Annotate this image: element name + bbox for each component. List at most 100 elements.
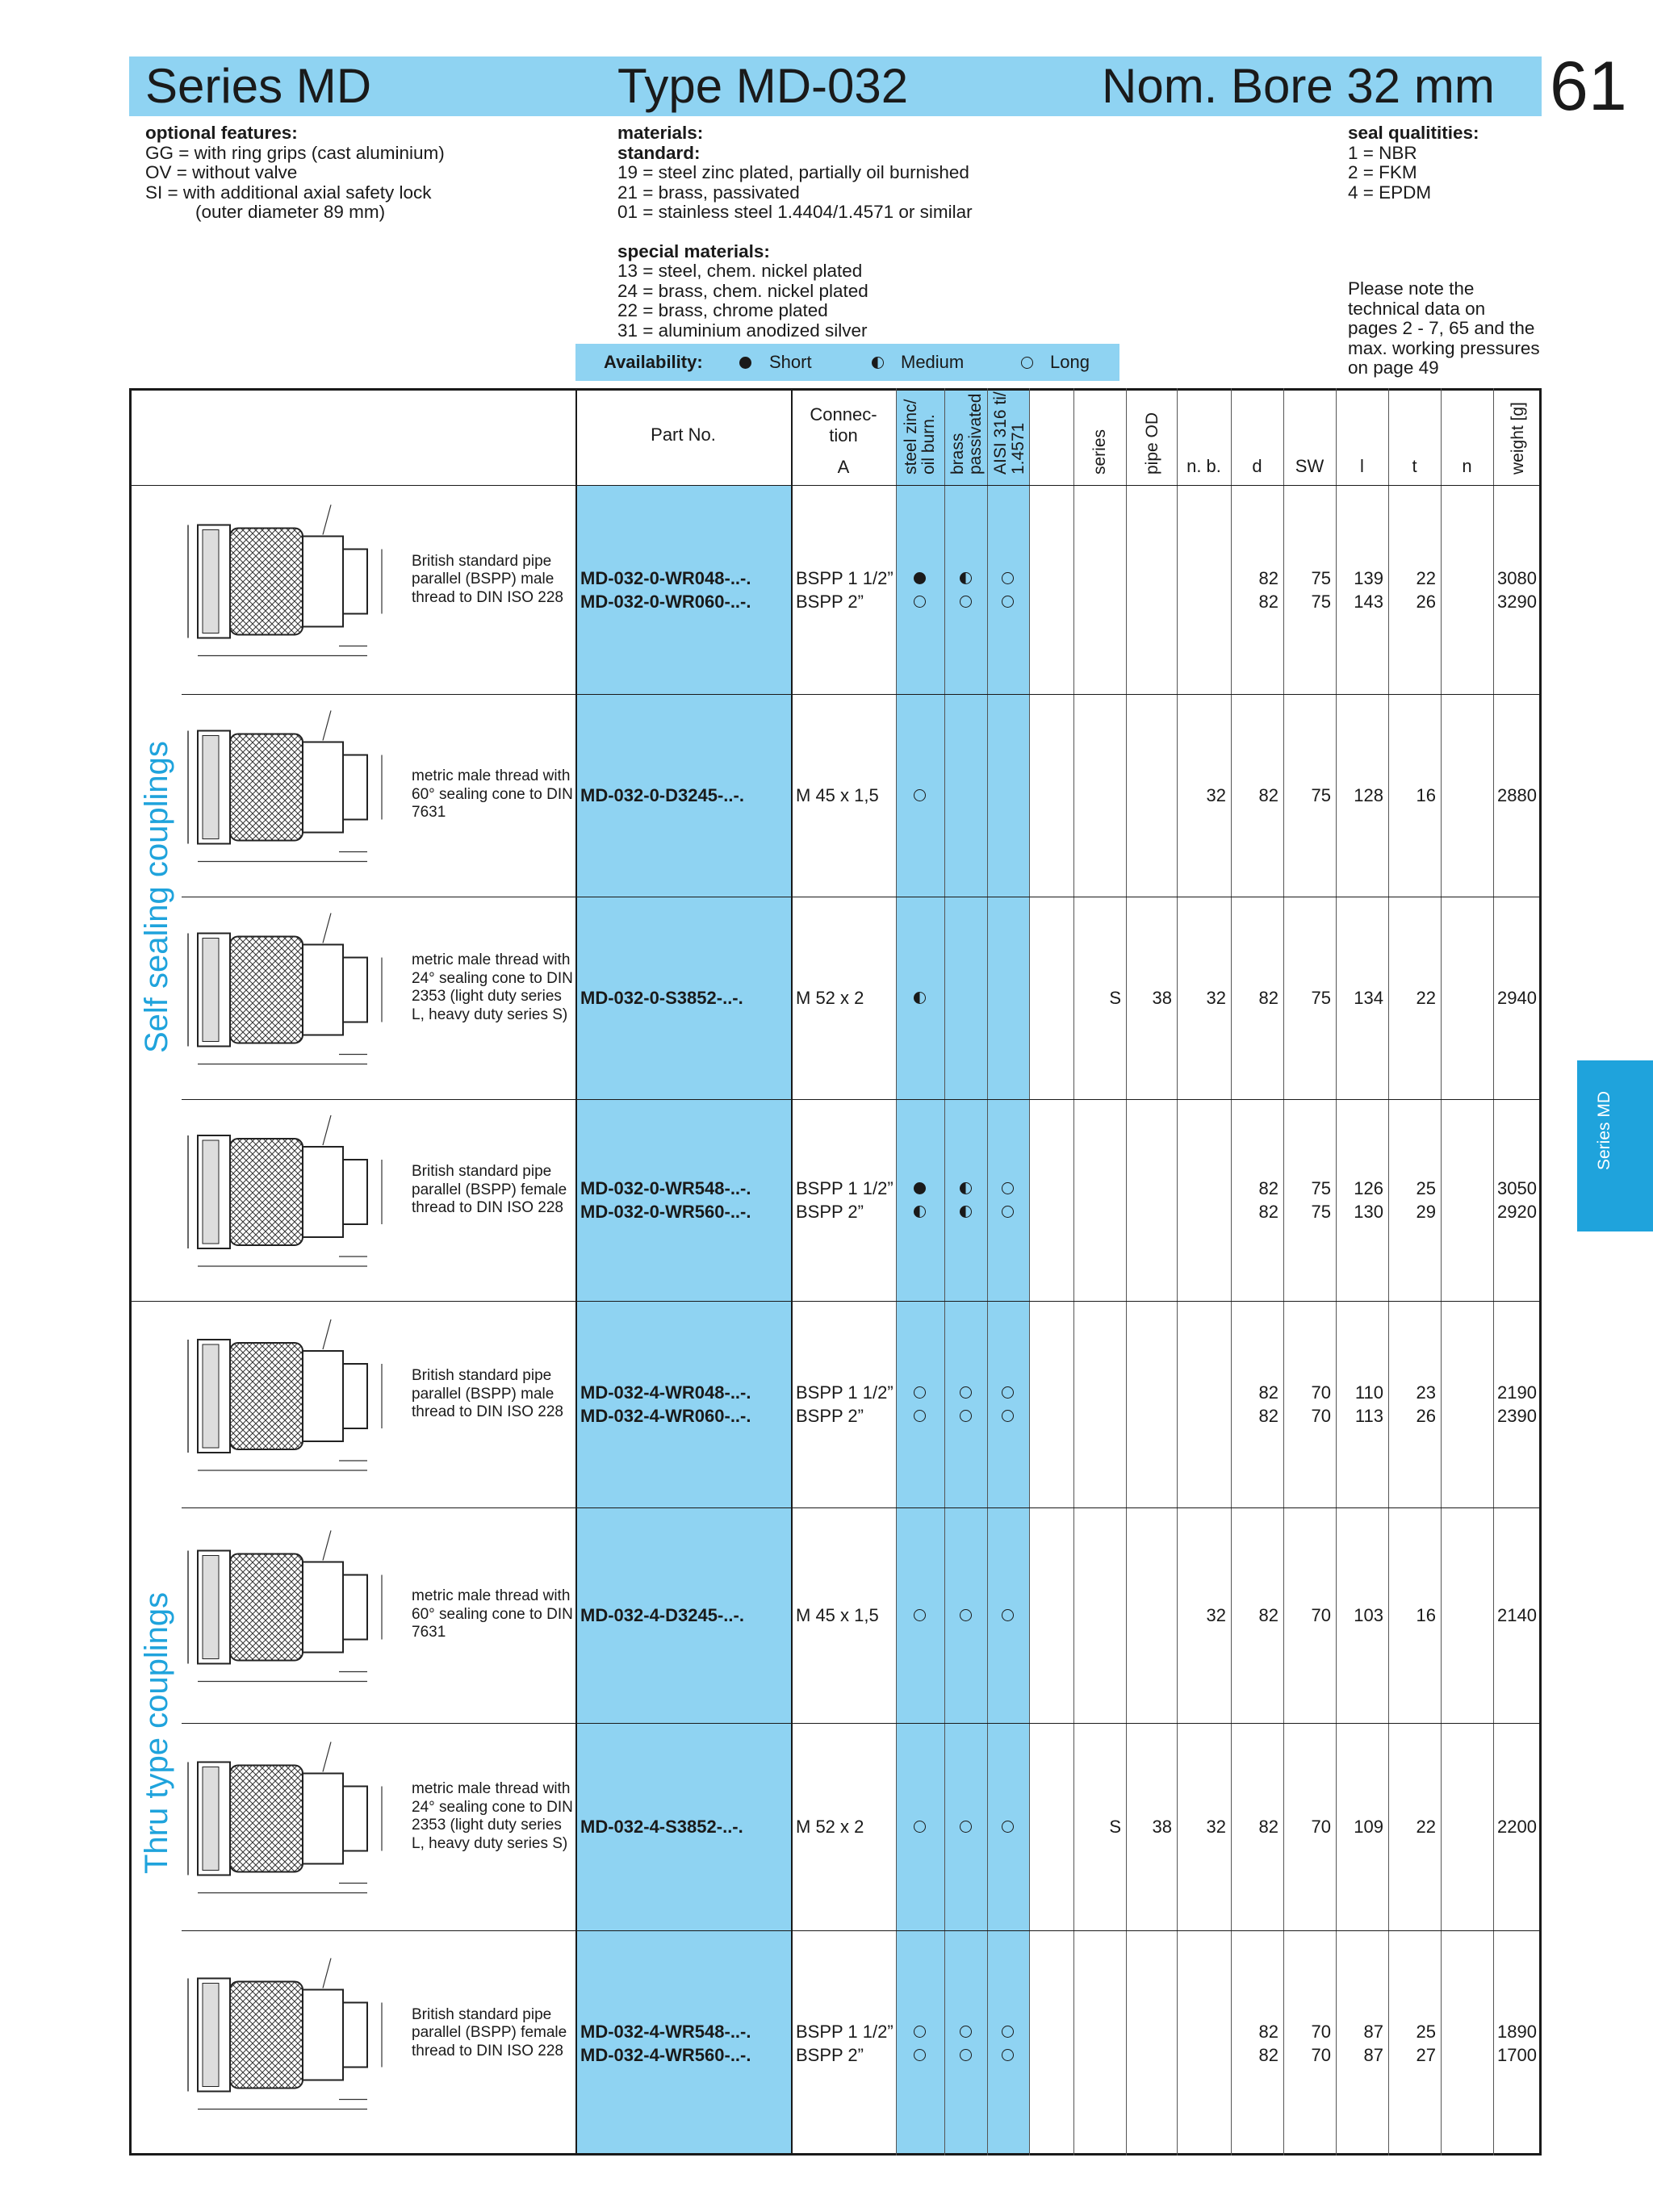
connection-size: M 45 x 1,5 <box>796 1605 879 1625</box>
part-number: MD-032-0-WR548-..-. <box>580 1178 751 1198</box>
d-value: 82 <box>1258 2021 1278 2042</box>
column-divider <box>1177 388 1178 2156</box>
long-availability-icon <box>1002 1182 1014 1194</box>
header-aisi: 1.4571 <box>1009 422 1027 475</box>
sw-value: 75 <box>1311 1178 1331 1198</box>
medium-availability-icon <box>959 1206 972 1218</box>
long-availability-icon <box>1002 1609 1014 1621</box>
column-divider <box>896 388 897 2156</box>
row-divider <box>182 1099 1542 1100</box>
materials-standard-title: standard: <box>617 142 701 163</box>
long-availability-icon <box>959 2048 972 2061</box>
w-value: 2390 <box>1497 1406 1537 1426</box>
header-sw: SW <box>1295 456 1324 476</box>
column-divider <box>1336 388 1337 2156</box>
availability-medium-label: Medium <box>901 352 965 372</box>
t-value: 26 <box>1416 1406 1436 1426</box>
connection-size: BSPP 2” <box>796 1406 864 1426</box>
coupling-drawing <box>187 1115 383 1267</box>
t-value: 27 <box>1416 2044 1436 2065</box>
series-tab-label: Series MD <box>1595 1090 1613 1170</box>
long-availability-icon <box>1002 1821 1014 1833</box>
w-value: 2940 <box>1497 988 1537 1008</box>
long-availability-icon <box>914 1410 926 1422</box>
short-availability-icon <box>914 1182 926 1194</box>
materials-special-title: special materials: <box>617 240 770 261</box>
t-value: 26 <box>1416 591 1436 612</box>
column-divider <box>944 388 945 2156</box>
w-value: 1890 <box>1497 2021 1537 2042</box>
header-aisi: AISI 316 ti/ <box>991 391 1010 475</box>
l-value: 109 <box>1354 1817 1383 1837</box>
technical-note: Please note the technical data on pages … <box>1348 278 1540 378</box>
column-divider <box>1231 388 1232 2156</box>
long-availability-icon <box>1002 1410 1014 1422</box>
d-value: 82 <box>1258 1406 1278 1426</box>
header-connection: A <box>837 457 850 477</box>
long-availability-icon <box>1002 2048 1014 2061</box>
connection-size: BSPP 2” <box>796 1202 864 1222</box>
connection-size: M 52 x 2 <box>796 988 864 1008</box>
t-value: 16 <box>1416 1605 1436 1625</box>
coupling-drawing <box>187 1319 383 1471</box>
t-value: 29 <box>1416 1202 1436 1222</box>
w-value: 3080 <box>1497 567 1537 588</box>
series-value: S <box>1109 1817 1121 1837</box>
row-divider <box>182 1723 1542 1724</box>
series-tab[interactable] <box>1577 1060 1653 1231</box>
coupling-description: British standard pipe parallel (BSPP) ma… <box>412 1367 563 1420</box>
coupling-description: metric male thread with 60° sealing cone… <box>412 767 573 821</box>
optional-feature-line: (outer diameter 89 mm) <box>195 202 386 222</box>
l-value: 143 <box>1354 591 1383 612</box>
d-value: 82 <box>1258 785 1278 805</box>
availability-long-label: Long <box>1050 352 1090 372</box>
optional-feature-line: SI = with additional axial safety lock <box>145 182 432 203</box>
d-value: 82 <box>1258 567 1278 588</box>
series-value: S <box>1109 988 1121 1008</box>
coupling-drawing <box>187 913 383 1065</box>
header-series: series <box>1090 429 1109 475</box>
header-t: t <box>1412 456 1417 476</box>
connection-size: BSPP 1 1/2” <box>796 567 893 588</box>
note-line: technical data on <box>1348 298 1486 319</box>
row-divider <box>182 1507 1542 1508</box>
l-value: 113 <box>1354 1406 1383 1426</box>
coupling-drawing <box>187 1742 383 1894</box>
w-value: 2190 <box>1497 1382 1537 1403</box>
part-number: MD-032-4-WR548-..-. <box>580 2021 751 2042</box>
seal-title: seal qualitities: <box>1348 123 1479 143</box>
material-line: 01 = stainless steel 1.4404/1.4571 or si… <box>617 202 973 222</box>
part-number: MD-032-4-WR560-..-. <box>580 2044 751 2065</box>
availability-short-label: Short <box>769 352 812 372</box>
bore-title: Nom. Bore 32 mm <box>1102 59 1495 113</box>
t-value: 16 <box>1416 785 1436 805</box>
coupling-description: metric male thread with 60° sealing cone… <box>412 1587 573 1641</box>
nb-value: 32 <box>1206 785 1226 805</box>
medium-availability-icon <box>914 1206 926 1218</box>
long-availability-icon <box>959 1821 972 1833</box>
material-line: 24 = brass, chem. nickel plated <box>617 280 868 301</box>
connection-size: BSPP 1 1/2” <box>796 1178 893 1198</box>
header-l: l <box>1360 456 1364 476</box>
header-divider <box>129 485 1542 486</box>
connection-size: M 52 x 2 <box>796 1817 864 1837</box>
l-value: 139 <box>1354 567 1383 588</box>
l-value: 103 <box>1354 1605 1383 1625</box>
sw-value: 70 <box>1311 2021 1331 2042</box>
row-divider <box>129 1301 1542 1302</box>
long-availability-icon <box>914 595 926 608</box>
l-value: 126 <box>1354 1178 1383 1198</box>
d-value: 82 <box>1258 1178 1278 1198</box>
series-title: Series MD <box>145 59 372 113</box>
column-divider <box>1283 388 1284 2156</box>
long-availability-icon <box>959 1386 972 1399</box>
optional-feature-line: GG = with ring grips (cast aluminium) <box>145 142 445 163</box>
long-availability-icon <box>959 1609 972 1621</box>
sw-value: 70 <box>1311 1382 1331 1403</box>
long-availability-icon <box>1002 595 1014 608</box>
header-connection: Connec- <box>810 404 877 424</box>
part-number: MD-032-0-S3852-..-. <box>580 988 743 1008</box>
availability-label: Availability: <box>604 352 703 372</box>
long-availability-icon <box>1002 1206 1014 1218</box>
l-value: 128 <box>1354 785 1383 805</box>
